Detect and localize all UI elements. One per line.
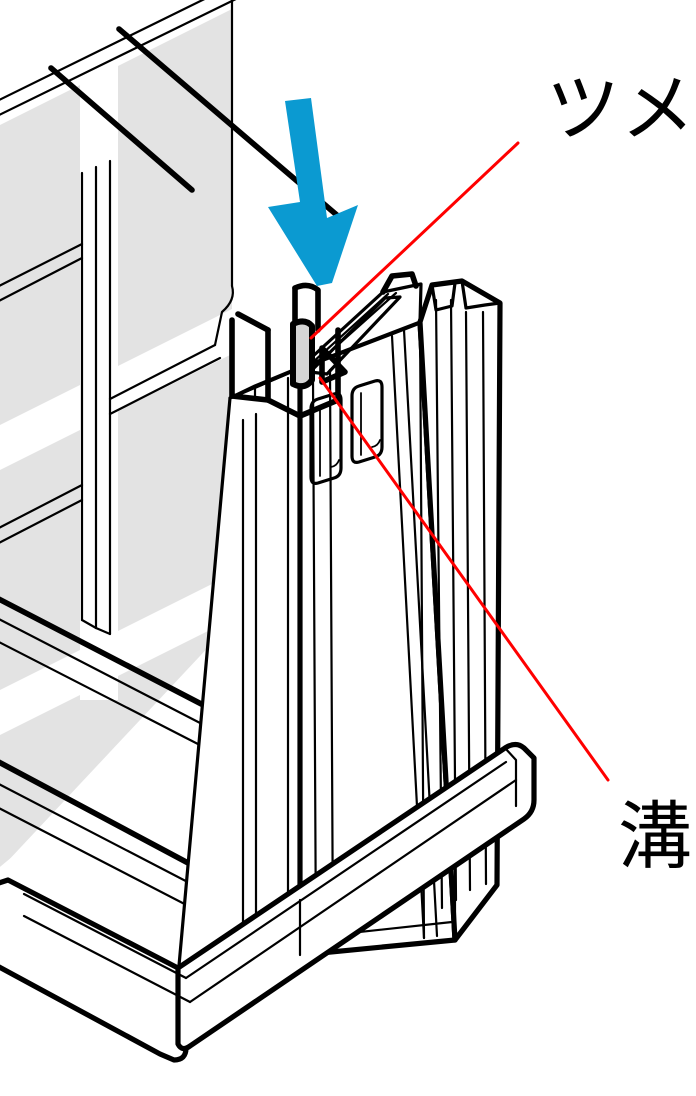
panel-rib-h1-top [0, 242, 84, 287]
tab-bracket-left-top [235, 311, 271, 333]
panel-bottom-edge-4 [0, 759, 208, 875]
tab-bracket-left [229, 317, 271, 403]
panel-bottom-edge-5 [0, 783, 205, 892]
panel-bottom-edge-3 [0, 641, 235, 764]
panel-rib-h3-bot [0, 498, 84, 544]
panel-top-edge-b [0, 0, 237, 116]
tab-bracket-hood [292, 282, 321, 333]
tray-right-fold [503, 746, 518, 808]
tab-notch [319, 345, 348, 385]
panel-bottom-edge-6 [0, 807, 202, 914]
label-mizo: 溝 [618, 794, 693, 880]
base-tray [0, 741, 537, 1063]
panel-rib-h2-top [108, 343, 217, 401]
latch-bracket [380, 271, 419, 295]
front-panel-fold-2 [328, 368, 335, 946]
tray-rim-d [188, 778, 518, 1004]
ventilation-slot [350, 379, 384, 464]
front-panel-fold-1 [311, 376, 318, 950]
leader-line-tsume [309, 141, 520, 340]
panel-bottom-edge-1 [0, 596, 239, 725]
post-top-notch [430, 281, 457, 312]
panel-rib-h3-top [0, 483, 84, 529]
panel-edge-line-lower [48, 65, 195, 193]
insertion-direction-arrow [268, 98, 358, 286]
tab-body [290, 318, 315, 390]
leader-line-mizo [318, 376, 610, 782]
label-tsume: ツメ [546, 66, 696, 152]
tray-rim-b [22, 914, 192, 1004]
tray-rim-c [184, 760, 508, 980]
arrow-shape [268, 98, 358, 286]
panel-rib-h2-bot [108, 356, 222, 416]
panel-rib-h1-bot [0, 256, 84, 302]
panel-top-edge-a [0, 0, 206, 101]
post-top-shelf [460, 279, 502, 310]
tray-rim-a [22, 892, 188, 980]
panel-bottom-edge-2 [0, 618, 235, 742]
retaining-tab [229, 282, 348, 419]
ventilation-slot [309, 392, 343, 485]
base-tray-front-rail [175, 741, 537, 1052]
